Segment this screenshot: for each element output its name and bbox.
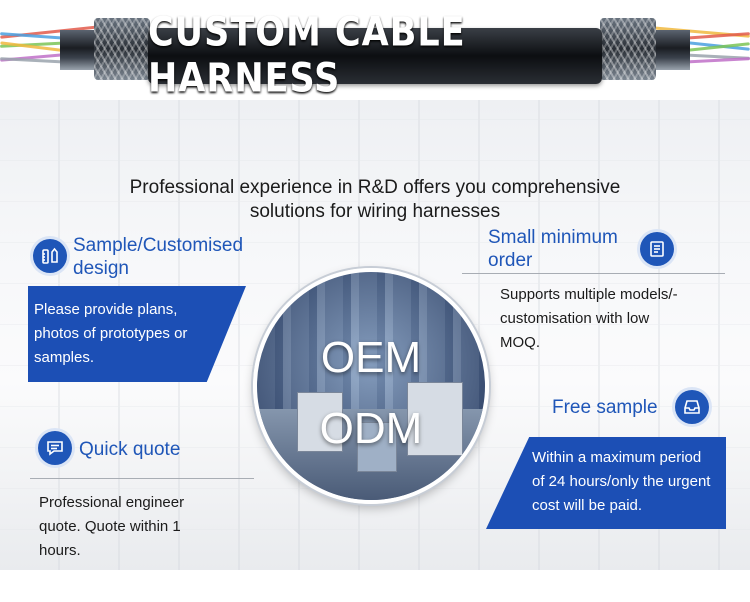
- moq-title: Small minimum order: [488, 226, 618, 272]
- sample-desc-line-3: samples.: [34, 349, 95, 366]
- moq-divider: [462, 273, 725, 274]
- quote-desc-line-2: quote. Quote within 1: [39, 518, 181, 535]
- quote-divider: [30, 478, 254, 479]
- sample-title: Sample/Customised design: [73, 234, 243, 280]
- moq-title-line-2: order: [488, 250, 533, 271]
- quote-desc-line-3: hours.: [39, 542, 81, 559]
- moq-title-line-1: Small minimum: [488, 227, 618, 248]
- headline-line-1: Professional experience in R&D offers yo…: [129, 177, 621, 198]
- free-sample-desc-line-3: cost will be paid.: [532, 497, 643, 514]
- sample-title-line-1: Sample/Customised: [73, 235, 244, 256]
- cable-braid-left: [94, 18, 150, 80]
- banner-title: CUSTOM CABLE HARNESS: [148, 10, 466, 100]
- pencil-ruler-icon: [33, 239, 67, 273]
- sample-description-panel: Please provide plans, photos of prototyp…: [28, 286, 246, 382]
- cable-braid-right: [600, 18, 656, 80]
- free-sample-desc-line-2: of 24 hours/only the urgent: [532, 473, 711, 490]
- cable-banner: CUSTOM CABLE HARNESS: [0, 0, 750, 100]
- sample-desc-line-1: Please provide plans,: [34, 301, 178, 318]
- moq-description: Supports multiple models/- customisation…: [500, 283, 678, 355]
- headline-line-2: solutions for wiring harnesses: [249, 201, 501, 222]
- odm-label: ODM: [319, 404, 423, 453]
- quote-desc-line-1: Professional engineer: [39, 494, 185, 511]
- inbox-tray-icon: [675, 390, 709, 424]
- document-list-icon: [640, 232, 674, 266]
- moq-desc-line-1: Supports multiple models/-: [500, 286, 678, 303]
- free-sample-title: Free sample: [552, 397, 658, 418]
- banner-title-plate: CUSTOM CABLE HARNESS: [148, 10, 602, 100]
- factory-photo-circle: [253, 268, 489, 504]
- headline: Professional experience in R&D offers yo…: [60, 176, 690, 224]
- chat-bubble-icon: [38, 431, 72, 465]
- sample-title-line-2: design: [73, 258, 129, 279]
- footer-strip: [0, 570, 750, 602]
- quote-title: Quick quote: [79, 439, 181, 460]
- moq-desc-line-2: customisation with low: [500, 310, 650, 327]
- free-sample-description-panel: Within a maximum period of 24 hours/only…: [486, 437, 726, 529]
- quote-description: Professional engineer quote. Quote withi…: [39, 491, 184, 563]
- oem-label: OEM: [320, 333, 422, 382]
- sample-desc-line-2: photos of prototypes or: [34, 325, 188, 342]
- moq-desc-line-3: MOQ.: [500, 334, 540, 351]
- free-sample-desc-line-1: Within a maximum period: [532, 449, 702, 466]
